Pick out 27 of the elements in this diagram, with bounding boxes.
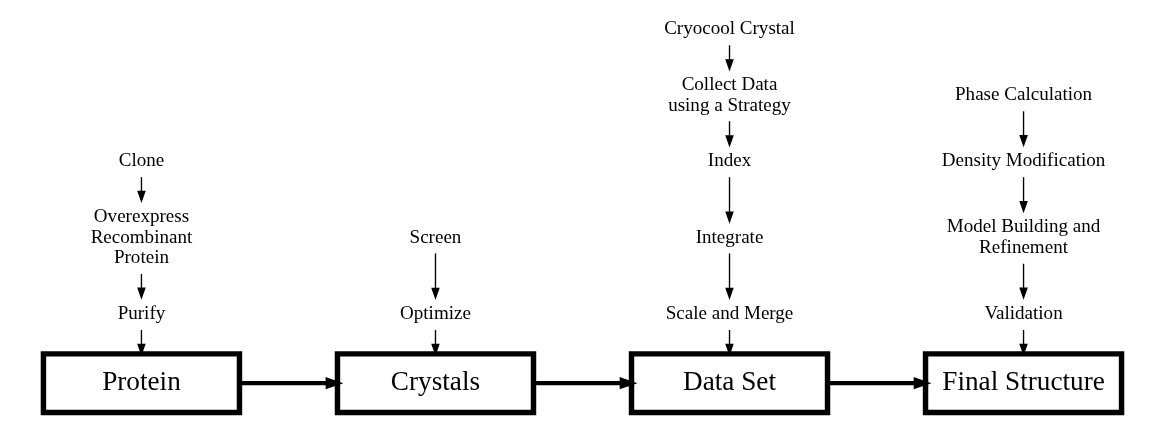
node-text: Overexpress Recombinant Protein — [90, 205, 193, 267]
arrow — [431, 252, 440, 300]
node-text: Density Modification — [941, 149, 1106, 171]
node-box: Final Structure — [922, 351, 1125, 416]
arrow — [1019, 110, 1028, 148]
node-text: Scale and Merge — [665, 301, 794, 323]
node-text: Phase Calculation — [955, 83, 1093, 105]
node-text: Validation — [984, 301, 1063, 323]
arrow — [533, 376, 638, 390]
node-text: Index — [707, 149, 752, 171]
node-text: Integrate — [695, 225, 764, 247]
node-text: Cryocool Crystal — [664, 17, 795, 39]
node-box: Crystals — [334, 351, 537, 416]
node-box: Protein — [40, 351, 243, 416]
arrow — [1019, 263, 1028, 300]
node-box: Data Set — [628, 351, 831, 416]
arrow — [239, 376, 344, 390]
node-text: Purify — [117, 301, 166, 323]
node-text: Collect Data using a Strategy — [668, 73, 791, 115]
node-text: Model Building and Refinement — [946, 215, 1101, 257]
arrow — [827, 376, 932, 390]
arrow — [1019, 176, 1028, 214]
node-text: Optimize — [400, 301, 471, 323]
arrow — [725, 176, 734, 224]
arrow — [725, 252, 734, 300]
node-text: Screen — [409, 225, 462, 247]
node-text: Clone — [118, 149, 165, 171]
